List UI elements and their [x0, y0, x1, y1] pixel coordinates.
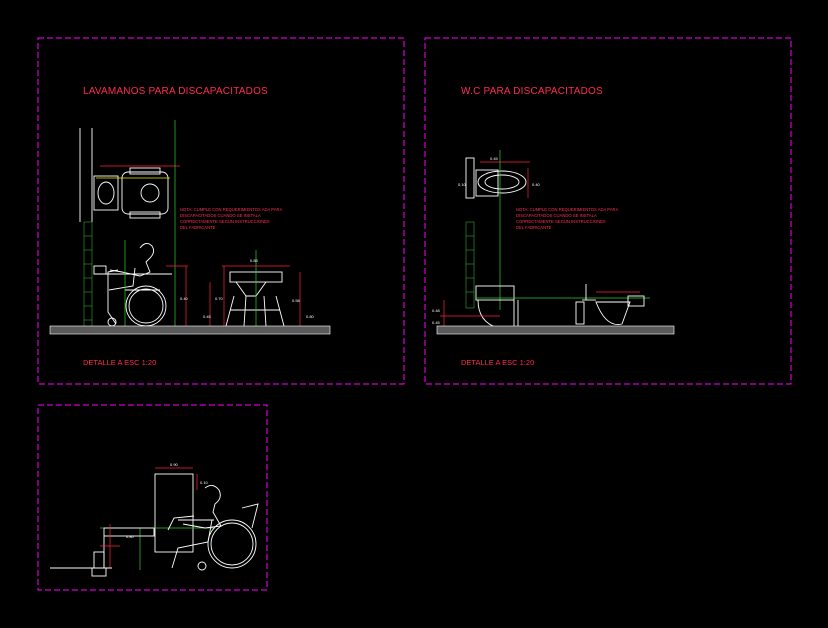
- toilet-front-elevation: [575, 284, 645, 325]
- floor-slab: [436, 325, 675, 335]
- sink-side-elevation: 0.80: [50, 524, 155, 577]
- panel-frame: [37, 404, 268, 591]
- mirror-elevation: 0.90 0.10: [100, 462, 215, 570]
- svg-text:CORRECTAMENTE SEGUN INSTRUCCIO: CORRECTAMENTE SEGUN INSTRUCCIONES: [516, 219, 606, 224]
- svg-text:DISCAPACITADOS CUANDO SE INSTA: DISCAPACITADOS CUANDO SE INSTALA: [180, 213, 261, 218]
- svg-text:0.70: 0.70: [215, 296, 224, 301]
- ada-note: NOTA: CUMPLE CON REQUERIMIENTOS ADA PARA…: [180, 207, 283, 230]
- svg-text:DEL FABRICANTE: DEL FABRICANTE: [516, 225, 552, 230]
- detail-label: DETALLE A ESC 1:20: [461, 358, 534, 367]
- panel-espejo: 0.90 0.10 0.80: [37, 404, 268, 591]
- svg-text:0.10: 0.10: [458, 182, 467, 187]
- wheelchair-plan-view: [79, 120, 180, 330]
- svg-text:DISCAPACITADOS CUANDO SE INSTA: DISCAPACITADOS CUANDO SE INSTALA: [516, 213, 597, 218]
- floor-slab: [49, 325, 331, 335]
- sink-front-elevation: 0.85 0.70 0.58 0.45 0.80: [203, 250, 315, 330]
- panel-frame: [424, 37, 792, 385]
- tiled-wall: [465, 221, 475, 309]
- toilet-plan-view: 0.45 0.40 0.10: [458, 150, 541, 310]
- svg-text:NOTA: CUMPLE CON REQUERIMIENTO: NOTA: CUMPLE CON REQUERIMIENTOS ADA PARA: [180, 207, 283, 212]
- svg-text:0.45: 0.45: [203, 314, 212, 319]
- wheelchair-elevation: 0.40: [93, 240, 189, 330]
- svg-text:0.10: 0.10: [200, 480, 209, 485]
- panel-frame: [37, 37, 405, 385]
- svg-text:NOTA: CUMPLE CON REQUERIMIENTO: NOTA: CUMPLE CON REQUERIMIENTOS ADA PARA: [516, 207, 619, 212]
- svg-text:0.85: 0.85: [250, 258, 259, 263]
- svg-text:0.40: 0.40: [532, 182, 541, 187]
- svg-text:0.58: 0.58: [292, 298, 301, 303]
- svg-text:0.90: 0.90: [170, 462, 179, 467]
- svg-text:0.45: 0.45: [490, 156, 499, 161]
- svg-text:0.80: 0.80: [306, 314, 315, 319]
- panel-title: W.C PARA DISCAPACITADOS: [461, 86, 603, 97]
- ada-note: NOTA: CUMPLE CON REQUERIMIENTOS ADA PARA…: [516, 207, 619, 230]
- svg-text:0.80: 0.80: [126, 534, 135, 539]
- svg-text:0.40: 0.40: [180, 296, 189, 301]
- svg-text:0.48: 0.48: [432, 308, 441, 313]
- panel-wc: W.C PARA DISCAPACITADOS 0.45 0.40 0.10 N…: [424, 37, 792, 385]
- tiled-wall: [83, 221, 93, 328]
- svg-text:0.45: 0.45: [432, 320, 441, 325]
- svg-text:CORRECTAMENTE SEGUN INSTRUCCIO: CORRECTAMENTE SEGUN INSTRUCCIONES: [180, 219, 270, 224]
- wheelchair-elevation: [167, 485, 259, 571]
- toilet-side-elevation: 0.48 0.45: [432, 285, 650, 330]
- detail-label: DETALLE A ESC 1:20: [83, 358, 156, 367]
- panel-lavamanos: LAVAMANOS PARA DISCAPACITADOS NOTA: CUMP…: [37, 37, 405, 385]
- panel-title: LAVAMANOS PARA DISCAPACITADOS: [83, 86, 268, 97]
- svg-text:DEL FABRICANTE: DEL FABRICANTE: [180, 225, 216, 230]
